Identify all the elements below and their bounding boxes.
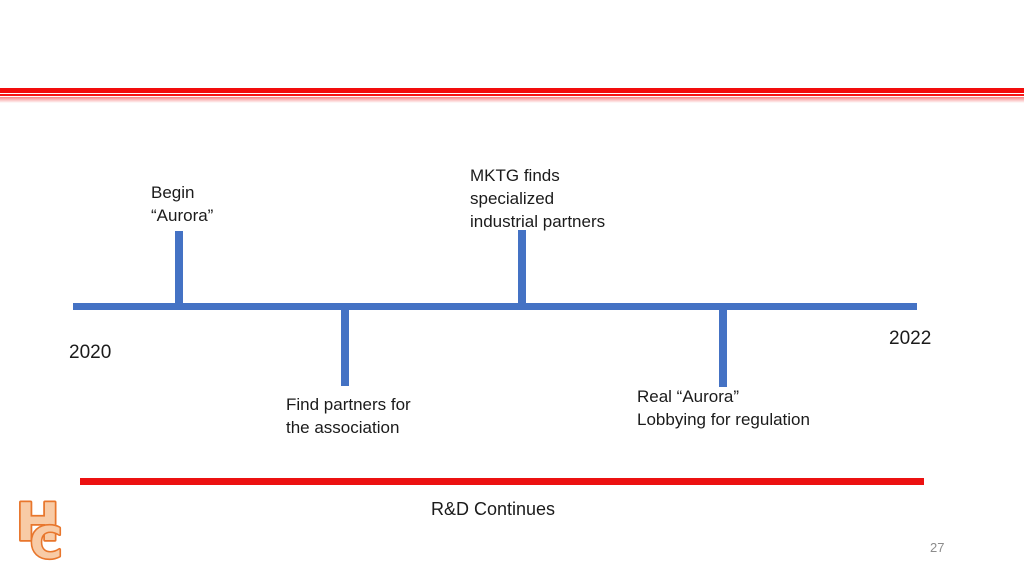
timeline-tick-begin-aurora	[175, 231, 183, 310]
top-divider-primary	[0, 88, 1024, 93]
event-label-real-aurora: Real “Aurora” Lobbying for regulation	[637, 387, 810, 429]
event-label-find-partners: Find partners for the association	[286, 395, 411, 437]
logo-letter-c: C	[30, 518, 62, 568]
timeline-tick-real-aurora	[719, 303, 727, 387]
top-divider-glow	[0, 97, 1024, 103]
event-label-mktg-partners: MKTG finds specialized industrial partne…	[470, 166, 606, 231]
page-number: 27	[930, 540, 945, 555]
logo-letter-h: H	[16, 493, 60, 553]
timeline-tick-mktg-partners	[518, 230, 526, 310]
bottom-divider	[80, 478, 924, 485]
timeline-tick-find-partners	[341, 303, 349, 386]
company-logo: H C	[14, 491, 64, 568]
top-divider-secondary	[0, 94, 1024, 96]
year-label-end: 2022	[889, 328, 932, 349]
timeline-axis	[73, 303, 917, 310]
year-label-start: 2020	[69, 342, 112, 363]
rd-continues-label: R&D Continues	[431, 499, 556, 519]
event-label-begin-aurora: Begin “Aurora”	[151, 183, 214, 225]
